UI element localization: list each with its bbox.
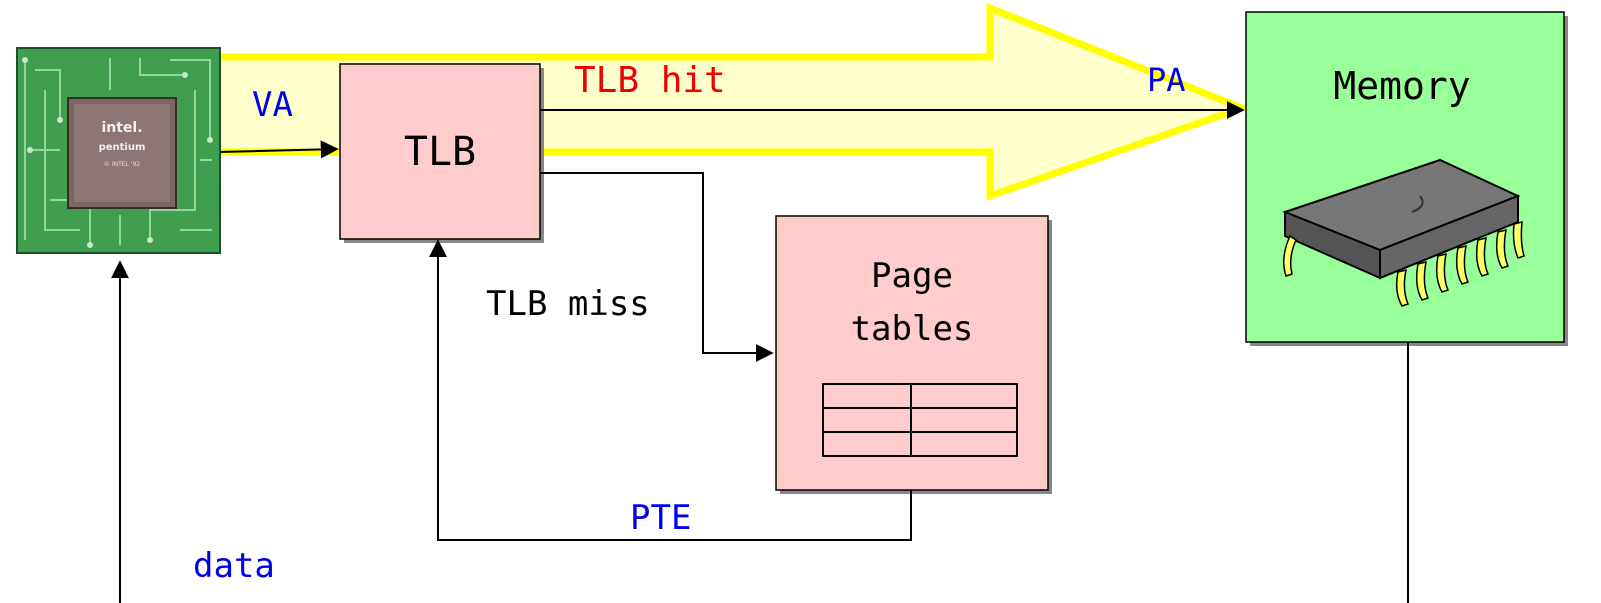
data-label: data (193, 546, 275, 586)
va-label: VA (252, 85, 293, 125)
chip-mark: © INTEL '92 (104, 161, 140, 168)
chip-brand: intel. (101, 120, 142, 136)
processor-chip-icon: intel. pentium © INTEL '92 (16, 47, 221, 254)
pte-label: PTE (630, 498, 691, 538)
tlb-miss-path (540, 172, 774, 362)
memory-chip-icon (1282, 158, 1525, 307)
tlb-miss-label: TLB miss (486, 284, 650, 324)
tlb-label: TLB (404, 129, 476, 175)
va-arrow (219, 140, 339, 159)
page-table-grid-icon (822, 383, 1018, 457)
memory-label: Memory (1333, 64, 1470, 108)
page-tables-label-line2: tables (851, 309, 974, 349)
page-tables-label-line1: Page (871, 256, 953, 296)
chip-model: pentium (99, 142, 146, 153)
tlb-hit-label: TLB hit (574, 60, 726, 101)
pa-label: PA (1147, 61, 1186, 99)
tlb-box (339, 63, 544, 243)
pte-return-path (429, 239, 912, 541)
